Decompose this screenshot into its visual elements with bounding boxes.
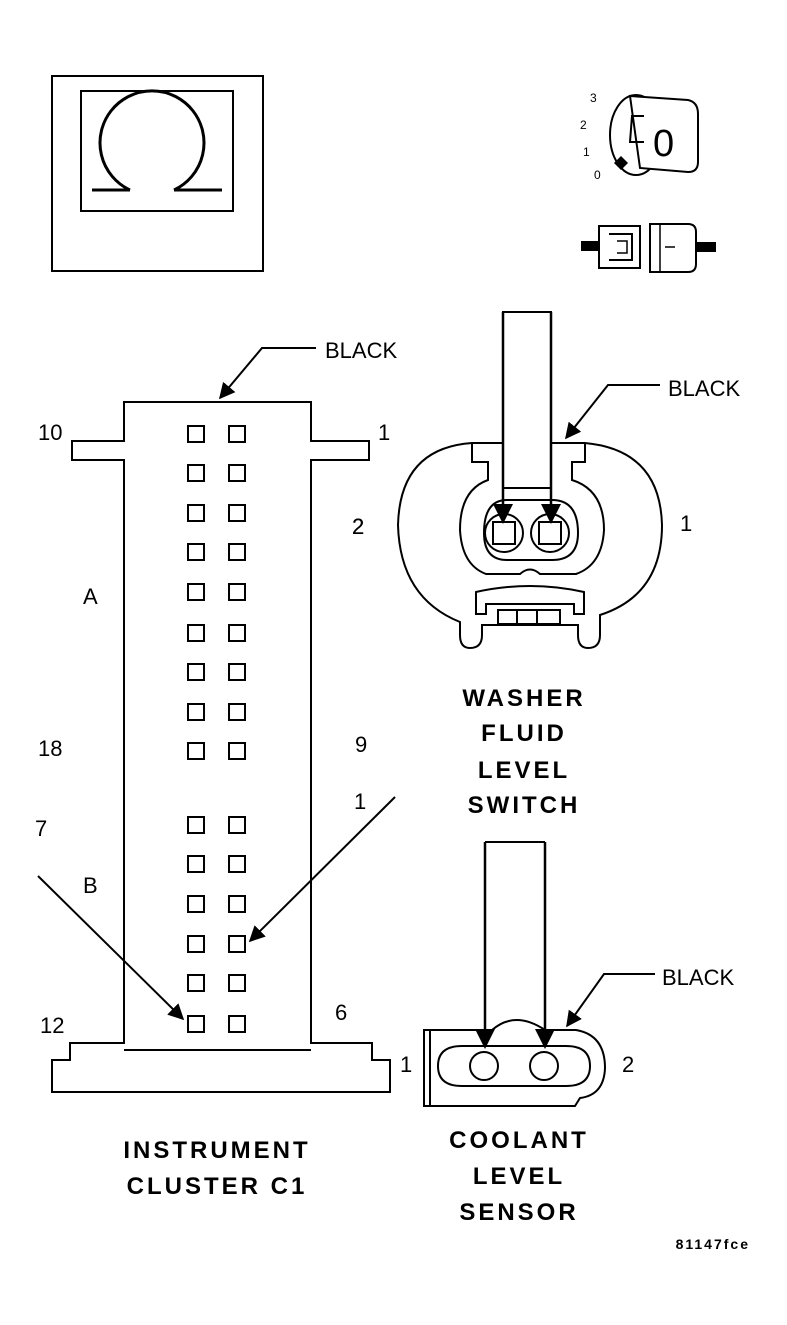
section-a-label: A — [83, 584, 98, 609]
washer-pin-2-label: 2 — [352, 514, 364, 539]
pin-label-7: 7 — [35, 816, 47, 841]
coolant-pin-1-label: 1 — [400, 1052, 412, 1077]
key-label: 0 — [653, 123, 674, 165]
coolant-pin-2-label: 2 — [622, 1052, 634, 1077]
coolant-title-line1: COOLANT — [449, 1127, 589, 1154]
section-b-label: B — [83, 873, 98, 898]
key-position-2: 2 — [580, 118, 587, 132]
pin-label-10: 10 — [38, 420, 62, 445]
washer-title-line1: WASHER — [462, 685, 585, 712]
ignition-key-icon: 3 2 1 0 0 — [580, 91, 699, 182]
pin-label-9: 9 — [355, 732, 367, 757]
pin-label-1-top: 1 — [378, 420, 390, 445]
figure-code: 81147fce — [676, 1236, 750, 1252]
coolant-level-sensor-connector: BLACK 1 2 COOLANT LEVEL SENSOR — [400, 841, 734, 1226]
key-position-3: 3 — [590, 91, 597, 105]
pin-label-18: 18 — [38, 736, 62, 761]
key-position-0: 0 — [594, 168, 601, 182]
washer-fluid-switch-connector: BLACK 2 1 WASHER FLUID LEVEL SWITCH — [352, 311, 740, 819]
cluster-title-line1: INSTRUMENT — [123, 1137, 310, 1164]
washer-title-line2: FLUID — [481, 720, 567, 747]
pin-label-2: 2 — [352, 514, 364, 539]
key-position-1: 1 — [583, 145, 590, 159]
pin-label-12: 12 — [40, 1013, 64, 1038]
washer-title-line3: LEVEL — [478, 757, 570, 784]
washer-title-line4: SWITCH — [468, 792, 581, 819]
washer-color-label: BLACK — [668, 376, 740, 401]
coolant-title-line3: SENSOR — [459, 1199, 578, 1226]
cluster-color-label: BLACK — [325, 338, 397, 363]
coolant-color-label: BLACK — [662, 965, 734, 990]
washer-pin-1-label: 1 — [680, 511, 692, 536]
cluster-title-line2: CLUSTER C1 — [127, 1173, 308, 1200]
coolant-title-line2: LEVEL — [473, 1163, 565, 1190]
pin-label-6: 6 — [335, 1000, 347, 1025]
instrument-cluster-connector: BLACK 10 1 2 A 18 9 1 7 B 12 6 INSTRUMEN… — [35, 338, 397, 1200]
pin-grid — [187, 425, 246, 1033]
pin-label-1-b: 1 — [354, 789, 366, 814]
connector-icon — [581, 223, 716, 273]
ohm-meter-icon: Ω — [51, 75, 264, 272]
